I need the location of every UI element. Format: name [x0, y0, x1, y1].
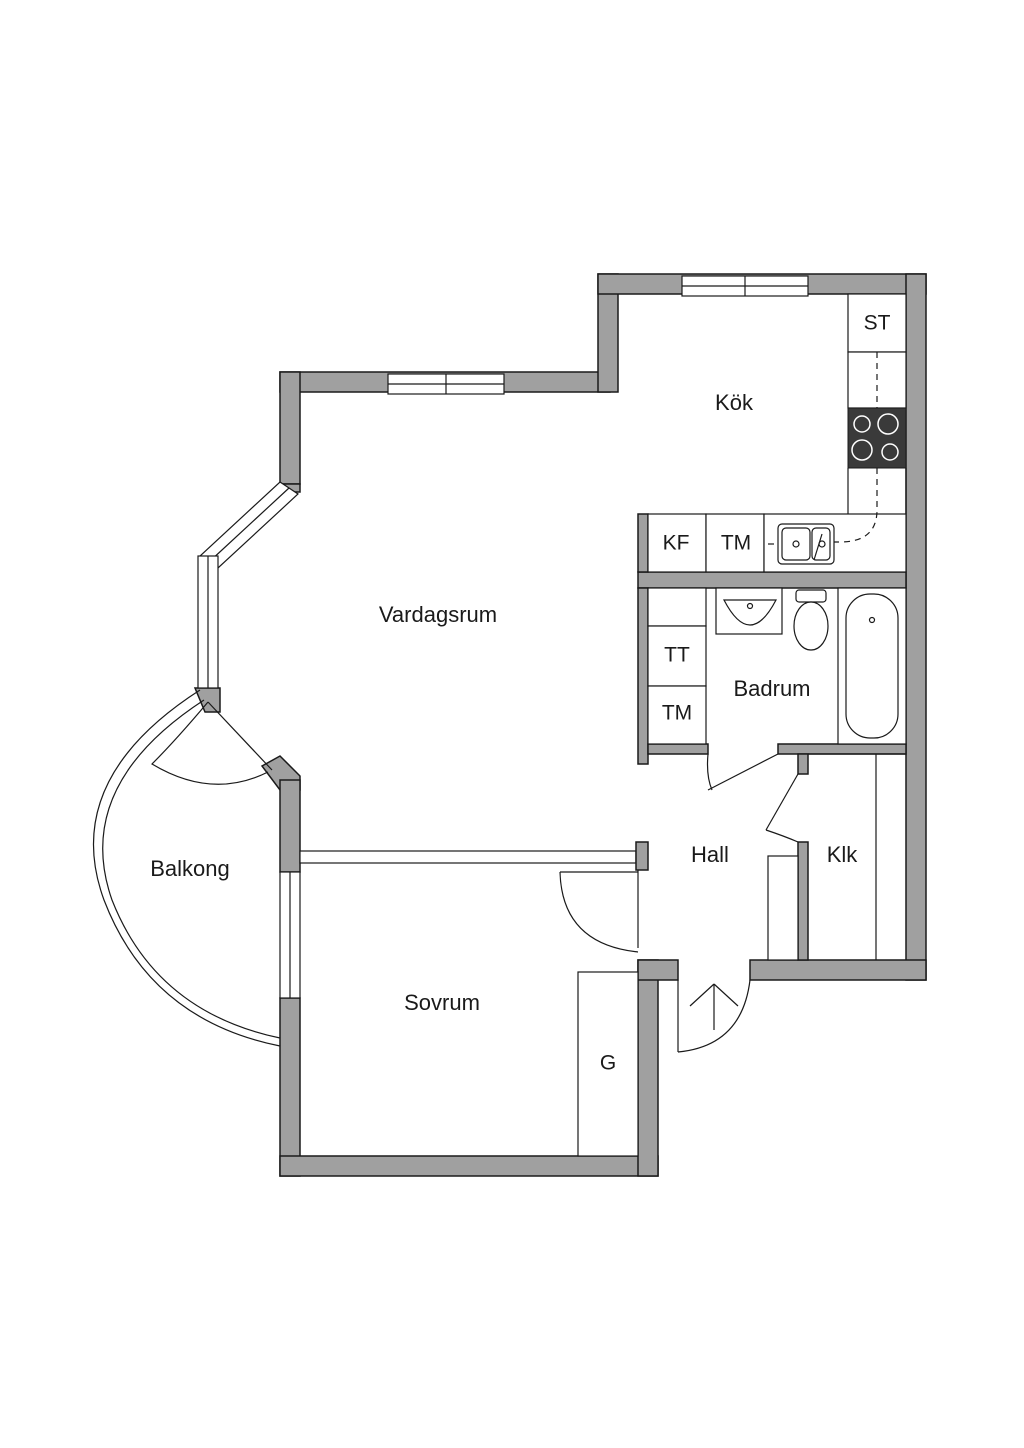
interior-walls: [299, 513, 907, 961]
room-label-hall: Hall: [691, 842, 729, 867]
bathroom-fixtures: [647, 587, 907, 791]
room-label-klk: Klk: [827, 842, 859, 867]
fixture-label-tm-bath: TM: [662, 702, 692, 725]
fixture-label-st: ST: [864, 312, 891, 335]
balcony: [92, 689, 281, 1047]
windows: [197, 275, 809, 999]
room-label-badrum: Badrum: [733, 676, 810, 701]
room-label-vardagsrum: Vardagsrum: [379, 602, 497, 627]
room-label-kok: Kök: [715, 390, 754, 415]
hall-fixtures: [559, 753, 906, 1157]
fixture-label-tt: TT: [664, 644, 690, 667]
fixture-label-kf: KF: [663, 532, 690, 555]
outer-walls: [193, 273, 927, 1177]
fixture-label-g: G: [600, 1052, 616, 1075]
fixture-label-tm-kitchen: TM: [721, 532, 751, 555]
room-label-sovrum: Sovrum: [404, 990, 480, 1015]
room-label-balkong: Balkong: [150, 856, 230, 881]
kitchen-fixtures: [647, 293, 907, 573]
